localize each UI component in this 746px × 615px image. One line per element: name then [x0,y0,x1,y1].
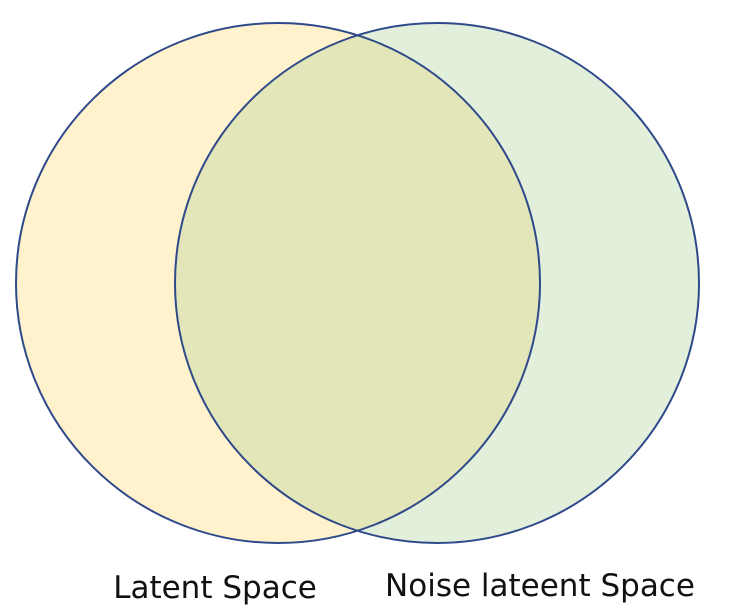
latent-space-outline [15,22,541,544]
noise-latent-space-outline [174,22,700,544]
overlap-region [175,23,540,543]
noise-latent-space-label: Noise lateent Space [385,568,695,604]
latent-space-label: Latent Space [113,570,317,606]
